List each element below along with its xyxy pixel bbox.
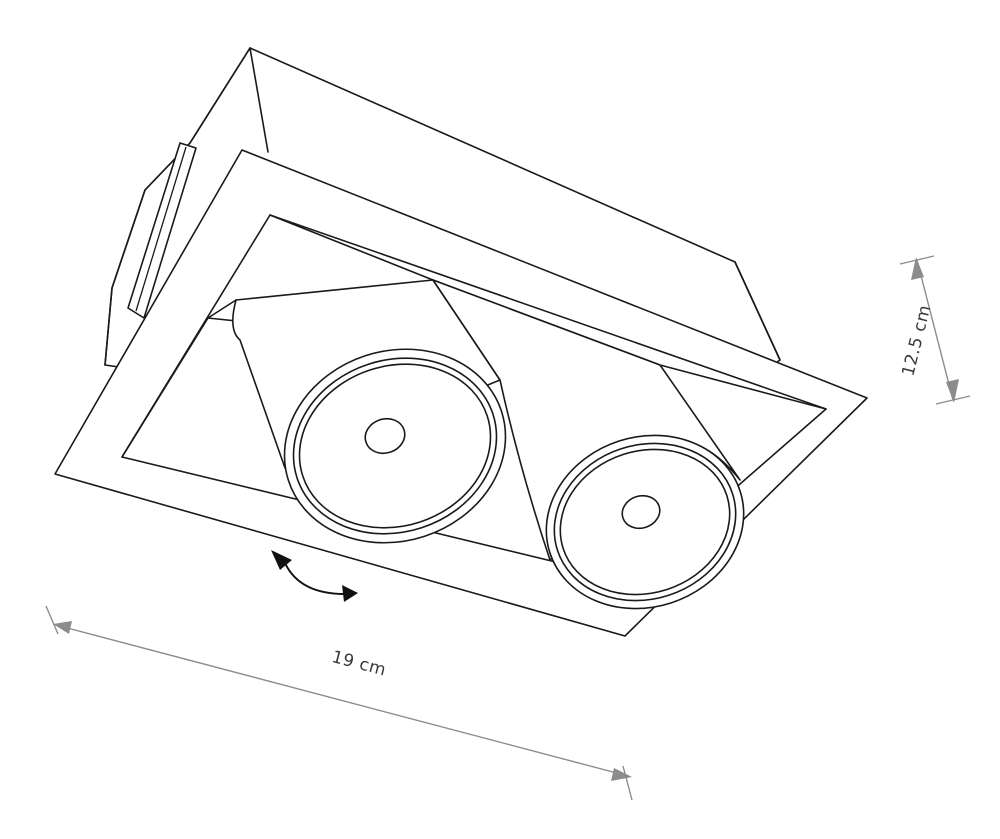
width-dimension: 19 cm	[45, 605, 633, 801]
double-arrow-icon	[53, 621, 632, 781]
height-label: 12.5 cm	[898, 303, 935, 378]
width-label: 19 cm	[330, 647, 389, 681]
height-dimension: 12.5 cm	[898, 255, 971, 405]
spotlight-left	[232, 279, 507, 544]
mounting-clip	[127, 142, 197, 319]
double-arrow-icon	[911, 257, 959, 403]
spotlight-right	[432, 279, 745, 610]
rotate-arrow-icon	[271, 550, 358, 602]
